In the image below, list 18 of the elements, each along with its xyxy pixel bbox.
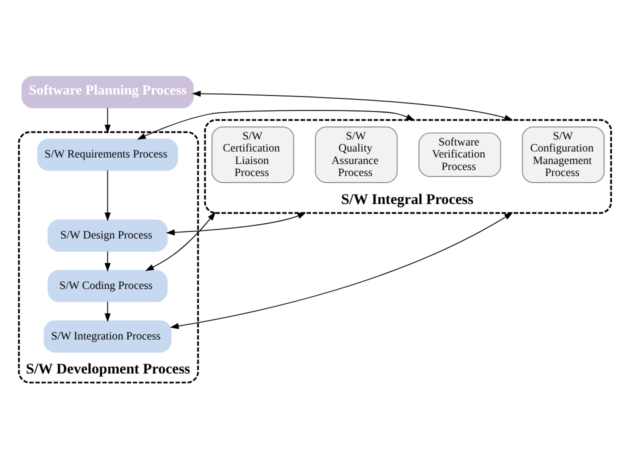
arrow — [170, 212, 514, 330]
arrow — [166, 212, 306, 236]
arrow — [104, 170, 111, 222]
node-box: S/W Design Process — [48, 220, 168, 252]
arrow — [104, 301, 111, 322]
node-box: S/W Coding Process — [48, 270, 168, 302]
arrow — [145, 212, 216, 271]
node-box: Software Planning Process — [22, 76, 194, 108]
node-box: Software Verification Process — [418, 132, 502, 177]
arrow — [104, 108, 111, 134]
arrow — [192, 90, 514, 121]
node-box: S/W Configuration Management Process — [522, 126, 605, 183]
node-box: S/W Certification Liaison Process — [212, 126, 294, 183]
arrow — [104, 250, 111, 272]
node-box: S/W Requirements Process — [37, 138, 178, 171]
arrow — [137, 110, 415, 140]
node-box: S/W Quality Assurance Process — [315, 126, 398, 183]
node-box: S/W Integration Process — [44, 320, 172, 353]
